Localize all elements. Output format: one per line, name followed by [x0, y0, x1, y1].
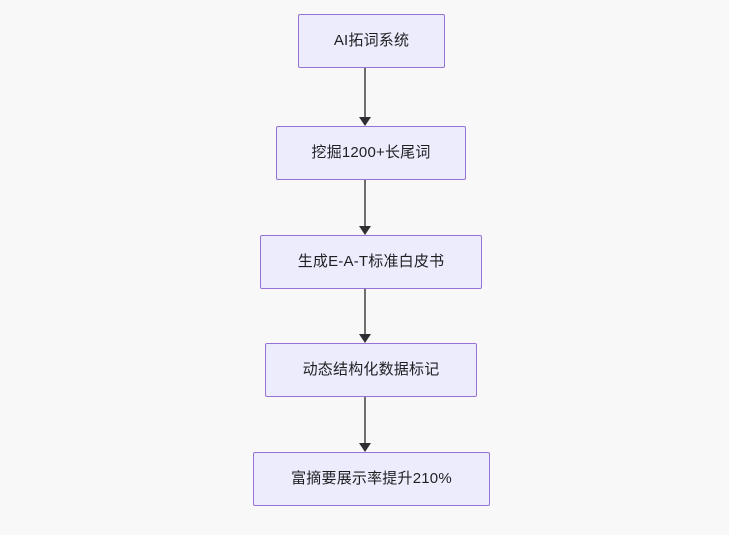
flow-node-node-4[interactable]: 动态结构化数据标记 — [265, 343, 477, 397]
flow-node-node-2[interactable]: 挖掘1200+长尾词 — [276, 126, 466, 180]
flow-node-node-3[interactable]: 生成E-A-T标准白皮书 — [260, 235, 482, 289]
connector-arrow — [358, 397, 372, 452]
arrowhead-icon — [359, 117, 371, 126]
arrowhead-icon — [359, 443, 371, 452]
connector-arrow — [358, 68, 372, 126]
connector-line — [364, 68, 366, 118]
connector-line — [364, 397, 366, 444]
connector-arrow — [358, 289, 372, 343]
connector-line — [364, 180, 366, 227]
arrowhead-icon — [359, 334, 371, 343]
flow-node-node-1[interactable]: AI拓词系统 — [298, 14, 445, 68]
arrowhead-icon — [359, 226, 371, 235]
connector-arrow — [358, 180, 372, 235]
connector-line — [364, 289, 366, 335]
flow-node-node-5[interactable]: 富摘要展示率提升210% — [253, 452, 490, 506]
